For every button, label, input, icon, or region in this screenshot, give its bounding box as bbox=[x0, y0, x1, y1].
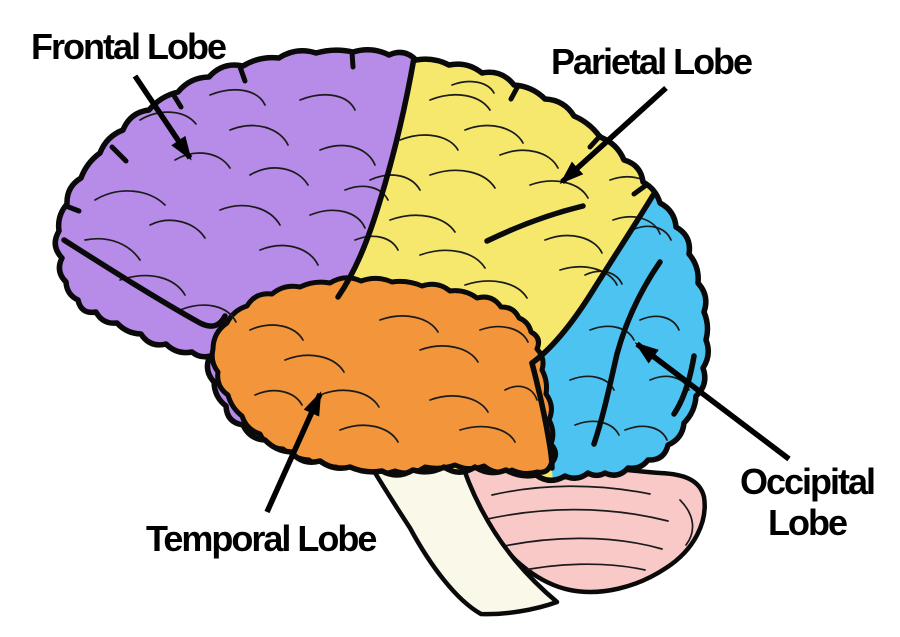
outline-notch bbox=[237, 64, 248, 84]
occipital-lobe-label: Occipital Lobe bbox=[739, 461, 876, 544]
gyri-line bbox=[249, 167, 309, 186]
gyri-line bbox=[319, 389, 380, 408]
label-arrows bbox=[132, 74, 791, 514]
gyri-line bbox=[339, 424, 399, 443]
gyri-line bbox=[94, 190, 166, 206]
outline-notch bbox=[587, 133, 603, 150]
gyri-line bbox=[259, 244, 319, 266]
gyri-line bbox=[229, 124, 289, 146]
gyri-line bbox=[254, 389, 303, 406]
parietal-sulcus-line bbox=[484, 203, 586, 244]
gyri-line bbox=[479, 325, 529, 343]
outline-notch bbox=[170, 91, 184, 110]
parietal-lobe-label: Parietal Lobe bbox=[551, 41, 753, 82]
gyri-line bbox=[559, 266, 618, 286]
gyri-line bbox=[379, 315, 439, 333]
outline-notch-ticks bbox=[63, 49, 648, 214]
gyri-line bbox=[429, 169, 496, 189]
temporo-occipital-boundary bbox=[529, 360, 555, 471]
occipital-arrow-icon bbox=[634, 341, 791, 462]
sulci-lines bbox=[61, 55, 697, 471]
parietal-arrow-icon bbox=[559, 85, 668, 185]
gyri-line bbox=[612, 215, 661, 235]
gyri-line bbox=[514, 563, 646, 573]
gyri-line bbox=[491, 485, 651, 496]
outline-notch bbox=[109, 144, 129, 164]
gyri-line bbox=[459, 425, 516, 443]
gyri-line bbox=[464, 124, 524, 144]
gyri-line bbox=[429, 395, 489, 413]
temporal-lobe-label: Temporal Lobe bbox=[146, 518, 377, 559]
occipital-gyri-lines bbox=[569, 225, 690, 441]
gyri-line bbox=[139, 111, 197, 125]
gyri-line bbox=[309, 209, 366, 229]
parieto-occipital-boundary bbox=[529, 189, 658, 366]
gyri-line bbox=[209, 88, 266, 106]
gyri-line bbox=[284, 354, 345, 373]
gyri-line bbox=[639, 315, 680, 331]
gyri-line bbox=[429, 93, 491, 111]
gyri-line bbox=[589, 325, 635, 341]
gyri-line bbox=[464, 280, 528, 299]
gyri-line bbox=[369, 174, 421, 191]
occipital-lobe-region bbox=[532, 140, 709, 481]
cerebellum-folds bbox=[482, 485, 694, 573]
gyri-line bbox=[494, 537, 663, 550]
gyri-line bbox=[389, 214, 456, 233]
frontal-gyri-lines bbox=[84, 88, 399, 323]
outline-notch bbox=[63, 203, 82, 214]
gyri-line bbox=[624, 425, 668, 441]
gyri-line bbox=[451, 80, 495, 94]
gyri-line bbox=[504, 385, 538, 401]
gyri-line bbox=[344, 185, 389, 201]
temporal-lobe-region bbox=[209, 275, 559, 477]
occipital-sulcus-short bbox=[671, 353, 697, 417]
gyri-line bbox=[482, 508, 669, 522]
outline-notch bbox=[631, 183, 648, 197]
gyri-line bbox=[319, 144, 376, 166]
frontal-arrow-icon bbox=[132, 74, 193, 161]
gyri-line bbox=[219, 204, 281, 226]
central-sulcus-line bbox=[335, 55, 417, 300]
temporal-arrow-icon bbox=[264, 391, 323, 514]
outline-notch bbox=[349, 49, 356, 70]
gyri-line bbox=[499, 149, 559, 169]
gyri-line bbox=[249, 324, 304, 341]
gyri-line bbox=[354, 235, 399, 251]
gyri-line bbox=[419, 345, 479, 363]
gyri-line bbox=[179, 304, 237, 323]
gyri-line bbox=[149, 219, 206, 239]
gyri-line bbox=[679, 499, 694, 546]
cerebrum-outline bbox=[52, 47, 711, 484]
temporal-gyri-lines bbox=[249, 315, 538, 443]
gyri-line bbox=[584, 270, 623, 285]
gyri-line bbox=[631, 225, 672, 241]
gyri-line bbox=[419, 249, 486, 269]
gyri-line bbox=[84, 237, 141, 261]
frontal-lobe-label: Frontal Lobe bbox=[31, 26, 227, 67]
gyri-line bbox=[544, 234, 603, 254]
outline-notch bbox=[508, 83, 521, 102]
lateral-sulcus-line bbox=[61, 237, 228, 329]
gyri-line bbox=[399, 134, 459, 151]
occipital-sulcus-line bbox=[591, 259, 663, 447]
gyri-line bbox=[299, 93, 356, 111]
